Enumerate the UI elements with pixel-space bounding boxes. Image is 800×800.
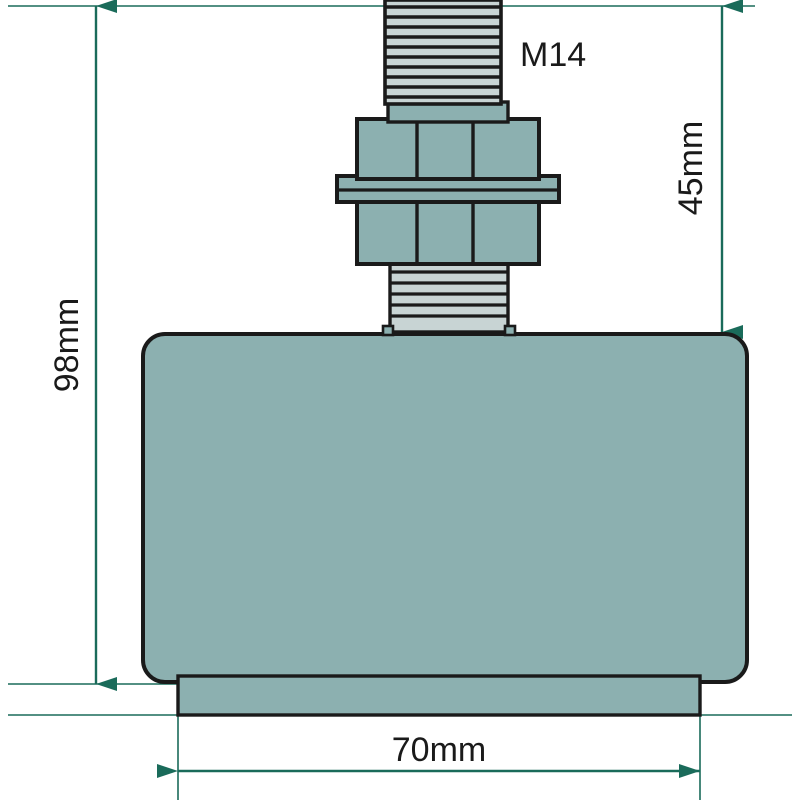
lower-neck-outline: [388, 260, 510, 334]
neck-shoulder-left: [381, 324, 395, 337]
upper-stud-thread-bands: [385, 5, 501, 99]
dimension-overall-height: 98mm: [48, 0, 117, 691]
hex-nut-lower: [355, 196, 541, 266]
part-geometry: [141, 0, 749, 717]
dimension-label-98mm: 98mm: [48, 298, 86, 392]
dimension-label-45mm: 45mm: [672, 121, 710, 215]
lower-neck-thread-bands: [390, 270, 508, 318]
main-body: [141, 332, 749, 684]
dimension-label-70mm: 70mm: [392, 731, 486, 769]
dimension-base-width: 70mm: [157, 731, 700, 778]
base-plate: [176, 674, 702, 717]
thread-spec-label: M14: [520, 36, 586, 74]
lower-threaded-neck: [381, 260, 517, 337]
dimension-stud-height: 45mm: [672, 0, 743, 339]
hex-nut-upper: [355, 117, 541, 181]
hex-nut-upper-body: [355, 117, 541, 181]
neck-shoulder-right: [503, 324, 517, 337]
hex-nut-lower-body: [355, 196, 541, 266]
upper-threaded-stud: [383, 0, 503, 106]
